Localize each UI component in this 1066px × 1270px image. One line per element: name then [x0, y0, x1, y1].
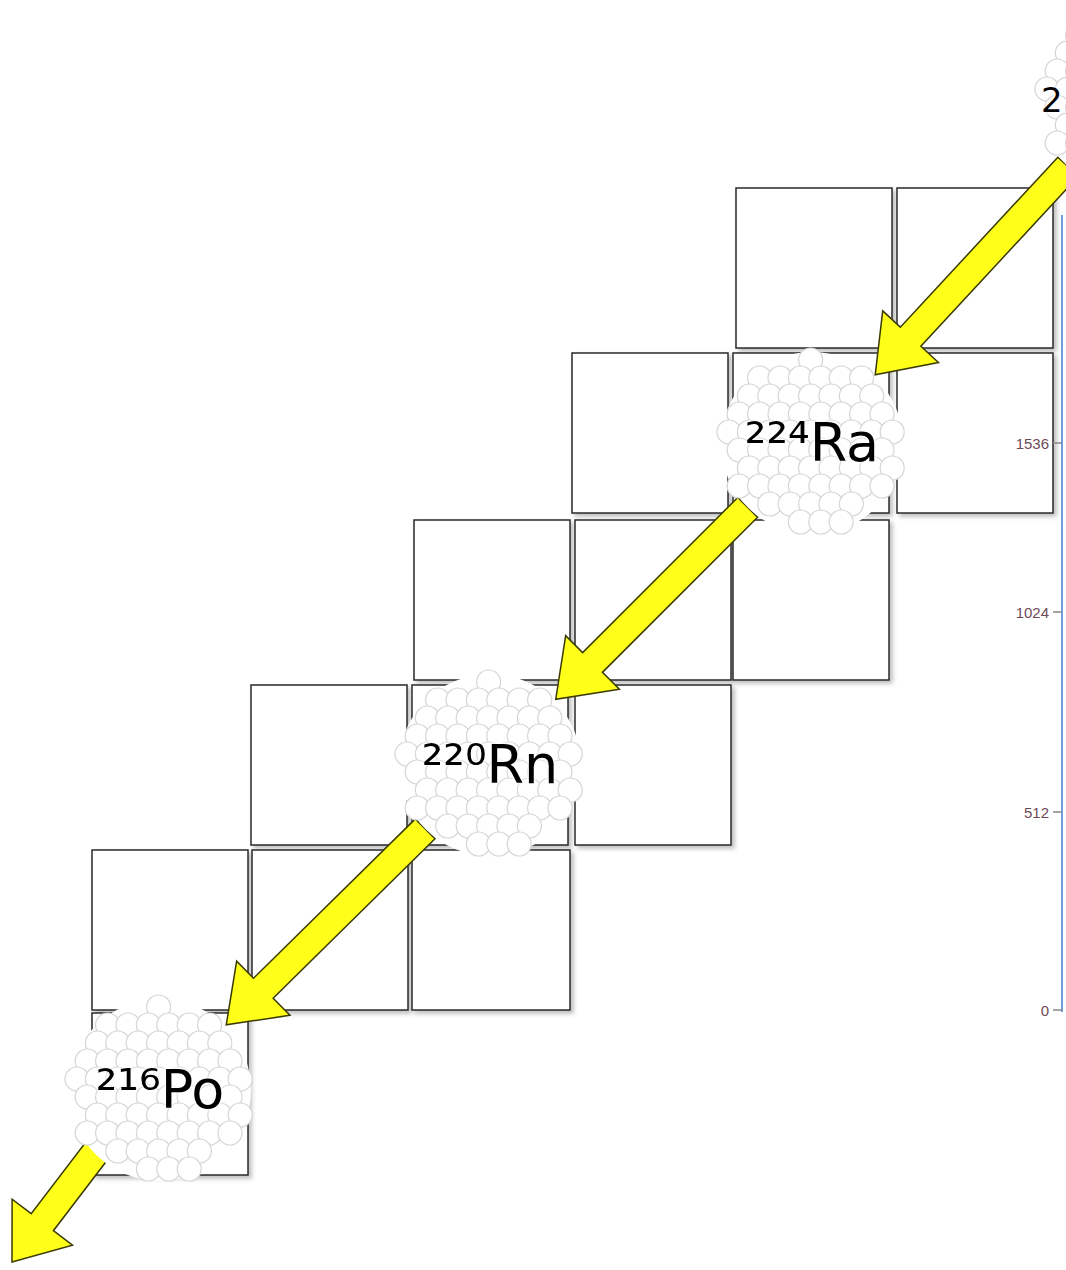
axis-line	[1061, 215, 1063, 1012]
nuclide-label: ²¹⁶Po	[96, 1063, 225, 1117]
nuclide-square	[733, 353, 889, 513]
nuclide-square	[572, 353, 728, 513]
nucleus-ground	[69, 999, 251, 1181]
nucleus-circle: ²²⁰Rn	[395, 670, 585, 860]
nuclide-label: 2	[1041, 83, 1063, 117]
axis-tick-label: 1536	[1016, 436, 1049, 451]
nuclide-square	[412, 850, 570, 1010]
nuclide-label: ²²⁴Ra	[745, 416, 879, 470]
nucleus-ground	[721, 352, 903, 534]
nucleon	[218, 1121, 242, 1145]
nuclide-square	[897, 353, 1053, 513]
nucleus-ground	[1039, 9, 1066, 191]
axis-tick	[1053, 442, 1062, 444]
nucleon	[548, 796, 572, 820]
nuclide-square	[251, 685, 407, 845]
nuclide-square	[414, 520, 570, 680]
nucleon	[177, 1157, 201, 1181]
decay-arrow	[556, 497, 758, 699]
nucleon	[870, 474, 894, 498]
axis-tick	[1053, 611, 1062, 613]
axis-tick-label: 512	[1024, 805, 1049, 820]
nucleon	[1045, 131, 1066, 155]
nucleon	[829, 510, 853, 534]
nuclide-square	[733, 520, 889, 680]
decay-arrow	[226, 819, 435, 1025]
nucleus-circle: ²¹⁶Po	[65, 995, 255, 1185]
nucleon	[507, 832, 531, 856]
decay-arrow	[875, 157, 1066, 375]
axis-tick-label: 0	[1041, 1003, 1049, 1018]
axis-ticks	[1053, 443, 1062, 1010]
nucleus-circle: 2	[1035, 5, 1066, 195]
nuclide-square	[736, 188, 892, 348]
axis-tick	[1053, 811, 1062, 813]
axis-tick-label: 1024	[1016, 605, 1049, 620]
nuclide-label: ²²⁰Rn	[422, 738, 559, 792]
axis-tick	[1053, 1009, 1062, 1011]
nucleus-circle: ²²⁴Ra	[717, 348, 907, 538]
nuclide-square	[92, 850, 248, 1010]
nuclide-square	[575, 685, 731, 845]
nucleus-ground	[399, 674, 581, 856]
